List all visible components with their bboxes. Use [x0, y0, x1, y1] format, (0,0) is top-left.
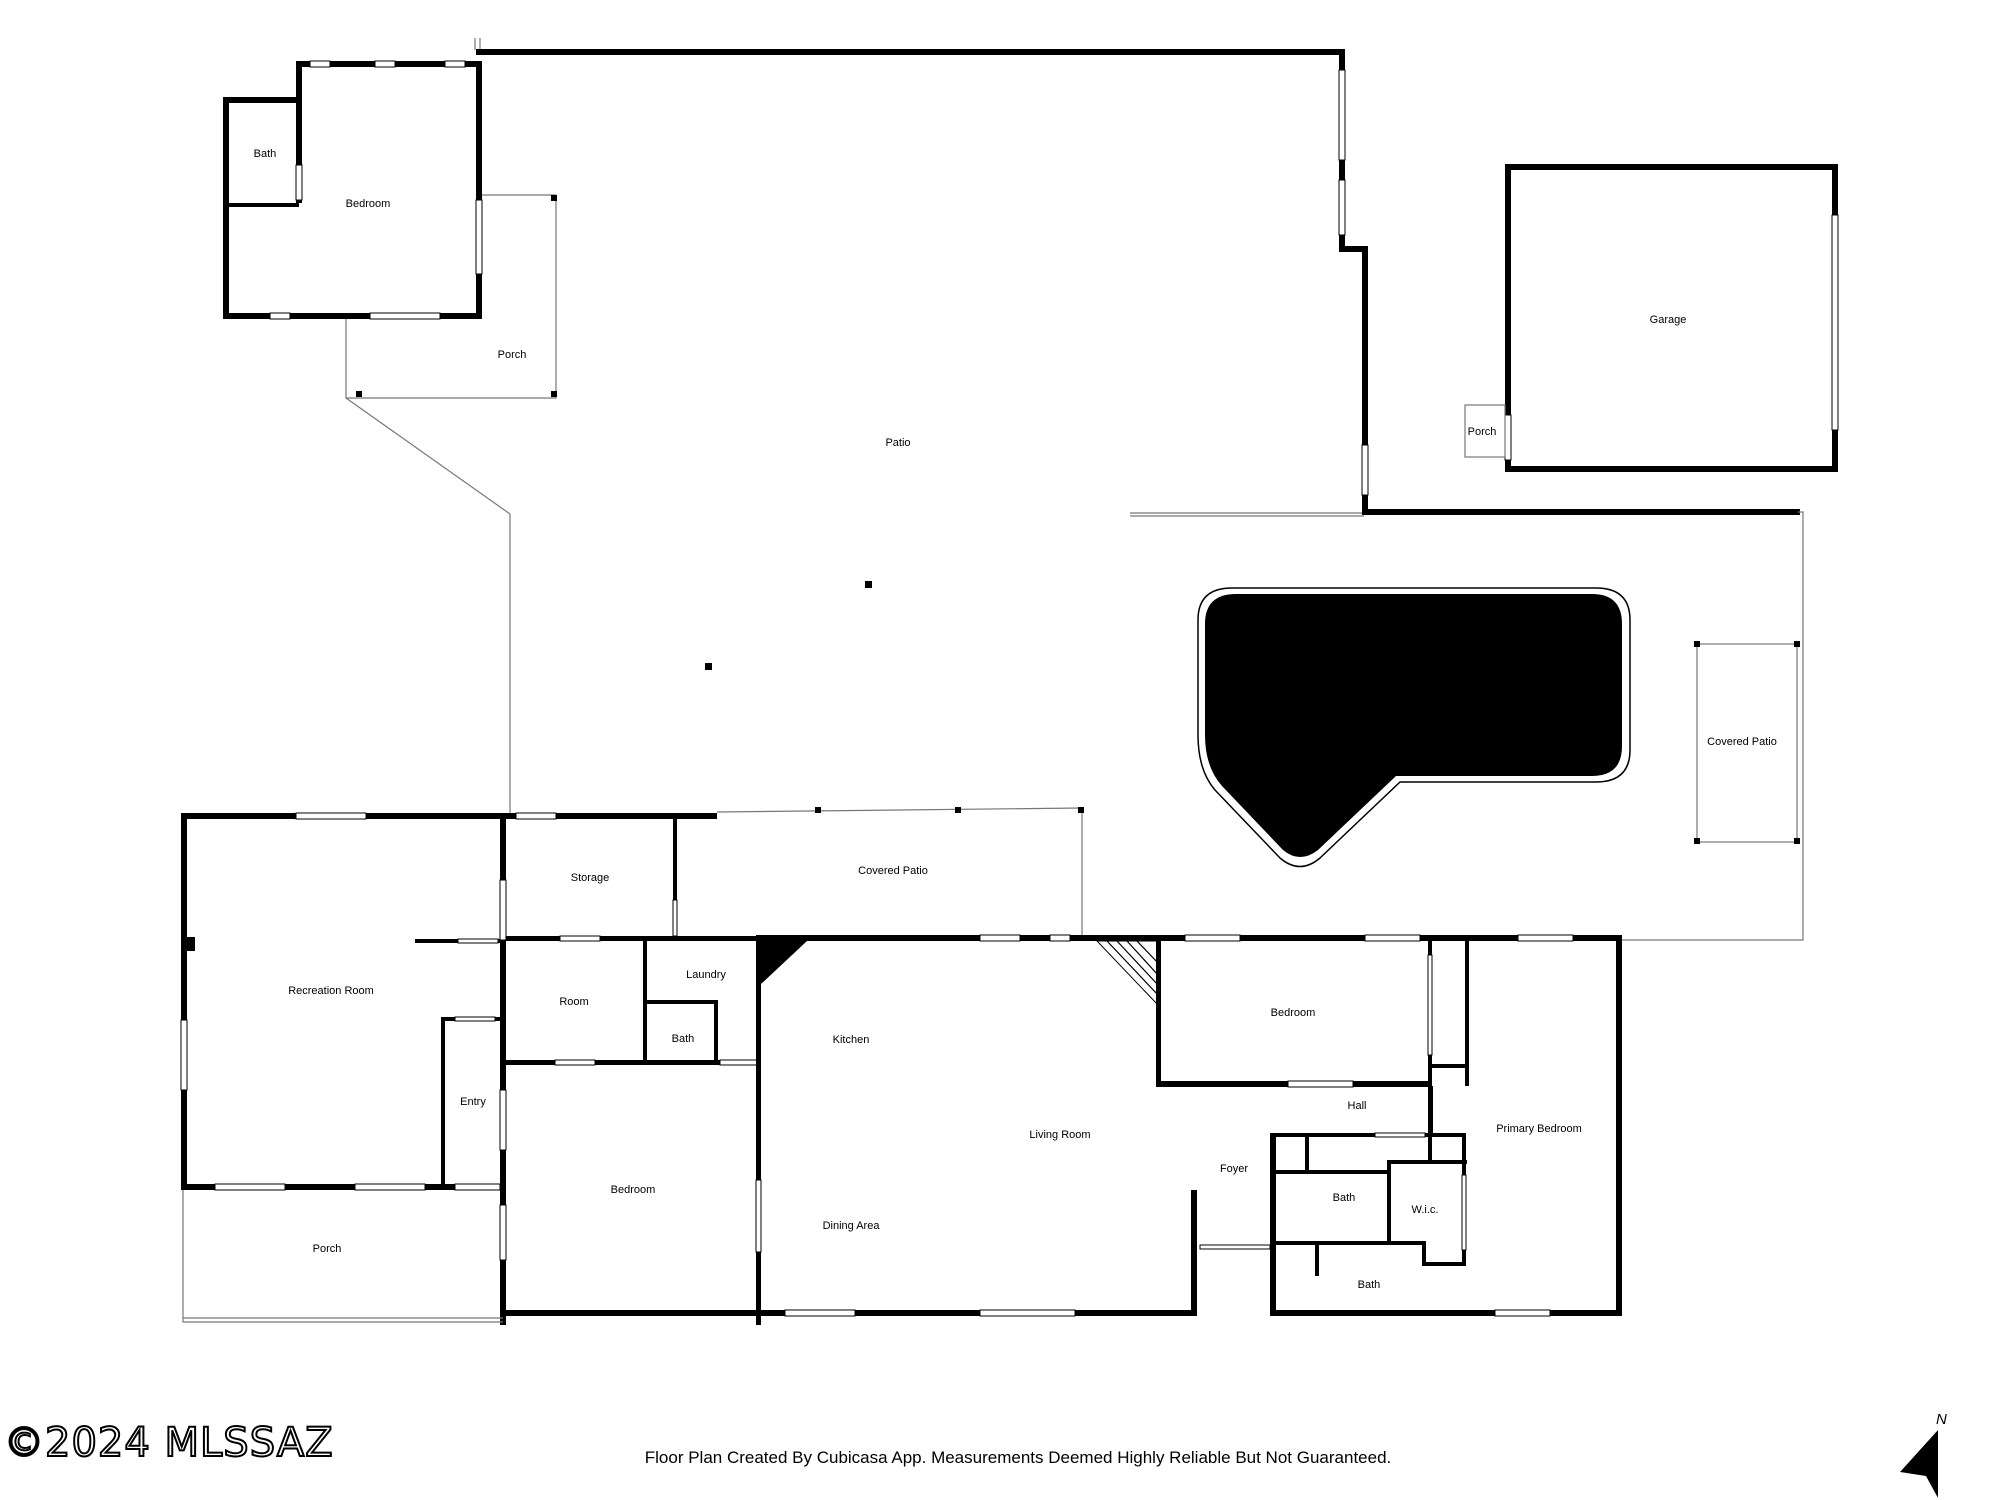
label-bath-small: Bath — [672, 1033, 695, 1045]
label-porch-guest: Porch — [498, 349, 527, 361]
label-storage: Storage — [571, 872, 610, 884]
patio-walls — [476, 49, 1369, 670]
label-dining-area: Dining Area — [823, 1220, 881, 1232]
label-covered-patio-mid: Covered Patio — [858, 865, 928, 877]
label-bath-guest: Bath — [254, 148, 277, 160]
pool-area — [1197, 509, 1804, 941]
label-bath-primary: Bath — [1333, 1192, 1356, 1204]
label-living-room: Living Room — [1029, 1129, 1090, 1141]
label-laundry: Laundry — [686, 969, 726, 981]
label-entry: Entry — [460, 1096, 486, 1108]
label-room: Room — [559, 996, 588, 1008]
footer-note: Floor Plan Created By Cubicasa App. Meas… — [644, 1448, 1392, 1467]
pool-icon — [1205, 594, 1622, 857]
stairs-icon — [1095, 940, 1159, 1007]
label-primary-bedroom: Primary Bedroom — [1496, 1123, 1582, 1135]
label-bedroom-guest: Bedroom — [346, 198, 391, 210]
guest-house — [223, 38, 557, 815]
label-foyer: Foyer — [1220, 1163, 1248, 1175]
label-porch-garage: Porch — [1468, 426, 1497, 438]
label-patio: Patio — [885, 437, 910, 449]
pool-outline — [1197, 587, 1631, 868]
room-labels: Bath Bedroom Porch Patio Garage Porch Co… — [254, 148, 1777, 1291]
label-porch-front: Porch — [313, 1243, 342, 1255]
label-bedroom-south: Bedroom — [611, 1184, 656, 1196]
main-house — [180, 807, 1622, 1325]
label-garage: Garage — [1650, 314, 1687, 326]
north-arrow-icon: N — [1900, 1411, 1947, 1498]
label-bedroom-east: Bedroom — [1271, 1007, 1316, 1019]
label-recreation-room: Recreation Room — [288, 985, 374, 997]
garage-building — [1464, 164, 1839, 472]
label-wic: W.i.c. — [1412, 1204, 1439, 1216]
label-kitchen: Kitchen — [833, 1034, 870, 1046]
label-covered-patio-east: Covered Patio — [1707, 736, 1777, 748]
label-hall: Hall — [1348, 1100, 1367, 1112]
label-bath-hall: Bath — [1358, 1279, 1381, 1291]
compass-label: N — [1936, 1411, 1947, 1428]
watermark: ©2024 MLSSAZ — [3, 1419, 334, 1467]
